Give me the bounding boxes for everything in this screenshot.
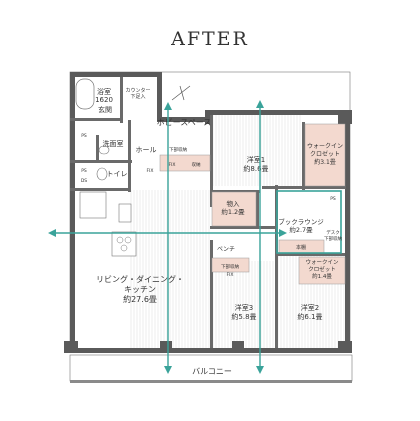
burner-icon: [116, 236, 124, 244]
walkin-closet-1-fill: [304, 123, 346, 187]
burner-icon: [120, 244, 128, 252]
balcony-rail: [70, 380, 352, 383]
cooktop: [111, 231, 137, 257]
ps-label-a: PS: [81, 133, 87, 139]
walkin2-line1: ウォークイン: [305, 258, 339, 266]
arrowhead-icon: [256, 100, 264, 108]
room-toilet-name: トイレ: [107, 170, 128, 178]
room-book-name: ブックラウンジ: [278, 217, 324, 226]
shelf-label: 本棚: [296, 244, 306, 251]
desk-line1: デスク: [326, 229, 340, 236]
ds-label: DS: [81, 178, 87, 184]
fix-label-a: FIX: [147, 168, 154, 174]
balcony-area: [69, 354, 353, 382]
arrowhead-icon: [164, 102, 172, 110]
room-ldk-size: 約27.6畳: [123, 294, 157, 304]
interior-walls: [70, 77, 346, 348]
fix-label-c: FIX: [227, 272, 234, 278]
hobby-storage-fill: [159, 154, 211, 172]
room-bath-size: 1620: [95, 96, 113, 104]
storage-fill: [211, 191, 257, 227]
walkin2-line2: クロゼット: [308, 265, 336, 273]
toilet-bowl: [96, 167, 108, 181]
page-title: AFTER: [170, 28, 249, 50]
lower-storage-label-b: 下部収納: [221, 263, 239, 270]
washbasin: [98, 145, 110, 155]
room-entrance-name: 玄関: [98, 105, 112, 114]
walkin1-line1: ウォークイン: [307, 142, 343, 150]
room-washroom-name: 洗面室: [103, 139, 124, 148]
walkin-closet-2-fill: [298, 256, 346, 285]
bathtub: [75, 78, 95, 110]
lower-storage-label-a: 下部収納: [169, 146, 187, 153]
room-hobby-name: ホビースペース: [157, 118, 212, 127]
storage-label: 収納: [192, 161, 201, 168]
fix-label-b: FIX: [169, 162, 176, 168]
room-western1-name: 洋室1: [247, 155, 265, 164]
room-ldk-line2: キッチン: [124, 285, 156, 294]
counter-line1: カウンター: [125, 87, 150, 94]
bench-label: ベンチ: [217, 246, 235, 253]
ps-label-c: PS: [330, 196, 336, 202]
counter-line2: 下足入: [130, 94, 145, 100]
room-storage-name: 物入: [227, 199, 241, 208]
walkin1-size: 約3.1畳: [314, 158, 336, 166]
room-western2-name: 洋室2: [301, 303, 319, 312]
airflow-arrows: [48, 100, 287, 374]
north-arrow-icon: [171, 85, 191, 101]
room-bath-name: 浴室: [97, 87, 111, 96]
arrowhead-icon: [48, 229, 56, 237]
arrowhead-icon: [279, 229, 287, 237]
exterior-walls: [64, 72, 352, 353]
room-western3-size: 約5.8畳: [231, 312, 256, 321]
fridge-space: [79, 191, 107, 219]
bench-lower-storage-fill: [211, 257, 250, 273]
ps-label-b: PS: [81, 168, 87, 174]
room-western2-size: 約6.1畳: [297, 312, 322, 321]
flooring-pattern: [130, 115, 345, 348]
room-hall-name: ホール: [136, 146, 157, 154]
room-western1-size: 約8.6畳: [243, 164, 268, 173]
desk-line2: 下部収納: [324, 235, 342, 242]
room-western3-name: 洋室3: [235, 303, 253, 312]
arrowhead-icon: [256, 366, 264, 374]
book-lounge-highlight: [276, 190, 342, 254]
walkin1-line2: クロゼット: [310, 150, 340, 158]
room-book-size: 約2.7畳: [289, 225, 313, 234]
kitchen-sink: [118, 203, 132, 223]
walkin2-size: 約1.4畳: [312, 272, 332, 280]
room-storage-size: 約1.2畳: [221, 207, 245, 216]
room-ldk-line1: リビング・ダイニング・: [96, 274, 184, 284]
balcony-label: バルコニー: [192, 367, 232, 376]
burner-icon: [124, 236, 132, 244]
arrowhead-icon: [164, 366, 172, 374]
